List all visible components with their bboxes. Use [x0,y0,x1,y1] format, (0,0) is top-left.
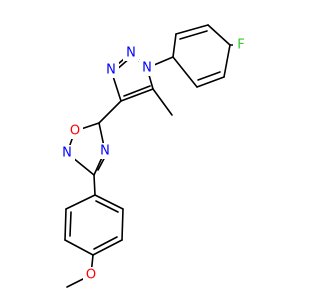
bond [196,76,225,88]
atom-label: N [126,46,136,61]
bond [69,211,72,237]
bond [65,194,96,210]
bond [98,100,122,124]
bond [93,236,118,250]
bond [123,85,151,97]
bond [175,24,209,35]
atom-labels: N N N O N N F O [59,37,249,283]
bond [64,239,94,256]
bond [95,200,119,213]
bond [93,174,96,196]
bond [121,208,124,241]
bond [172,33,177,58]
bond [92,239,123,256]
atom-label: O [86,268,96,283]
atom-label: F [237,38,244,53]
bond [207,24,231,46]
bond [172,56,198,88]
bond [94,194,124,210]
bond [64,208,67,241]
bond [152,88,173,116]
bond [197,71,221,81]
molecule-structure: N N N O N N F O [59,24,249,288]
atom-label: N [100,144,110,159]
atom-label: N [106,63,116,78]
bond [223,44,231,78]
bond [120,88,154,102]
atom-label: N [142,61,152,76]
bond [179,30,208,40]
atom-label: O [70,124,80,139]
atom-label: N [62,146,72,161]
